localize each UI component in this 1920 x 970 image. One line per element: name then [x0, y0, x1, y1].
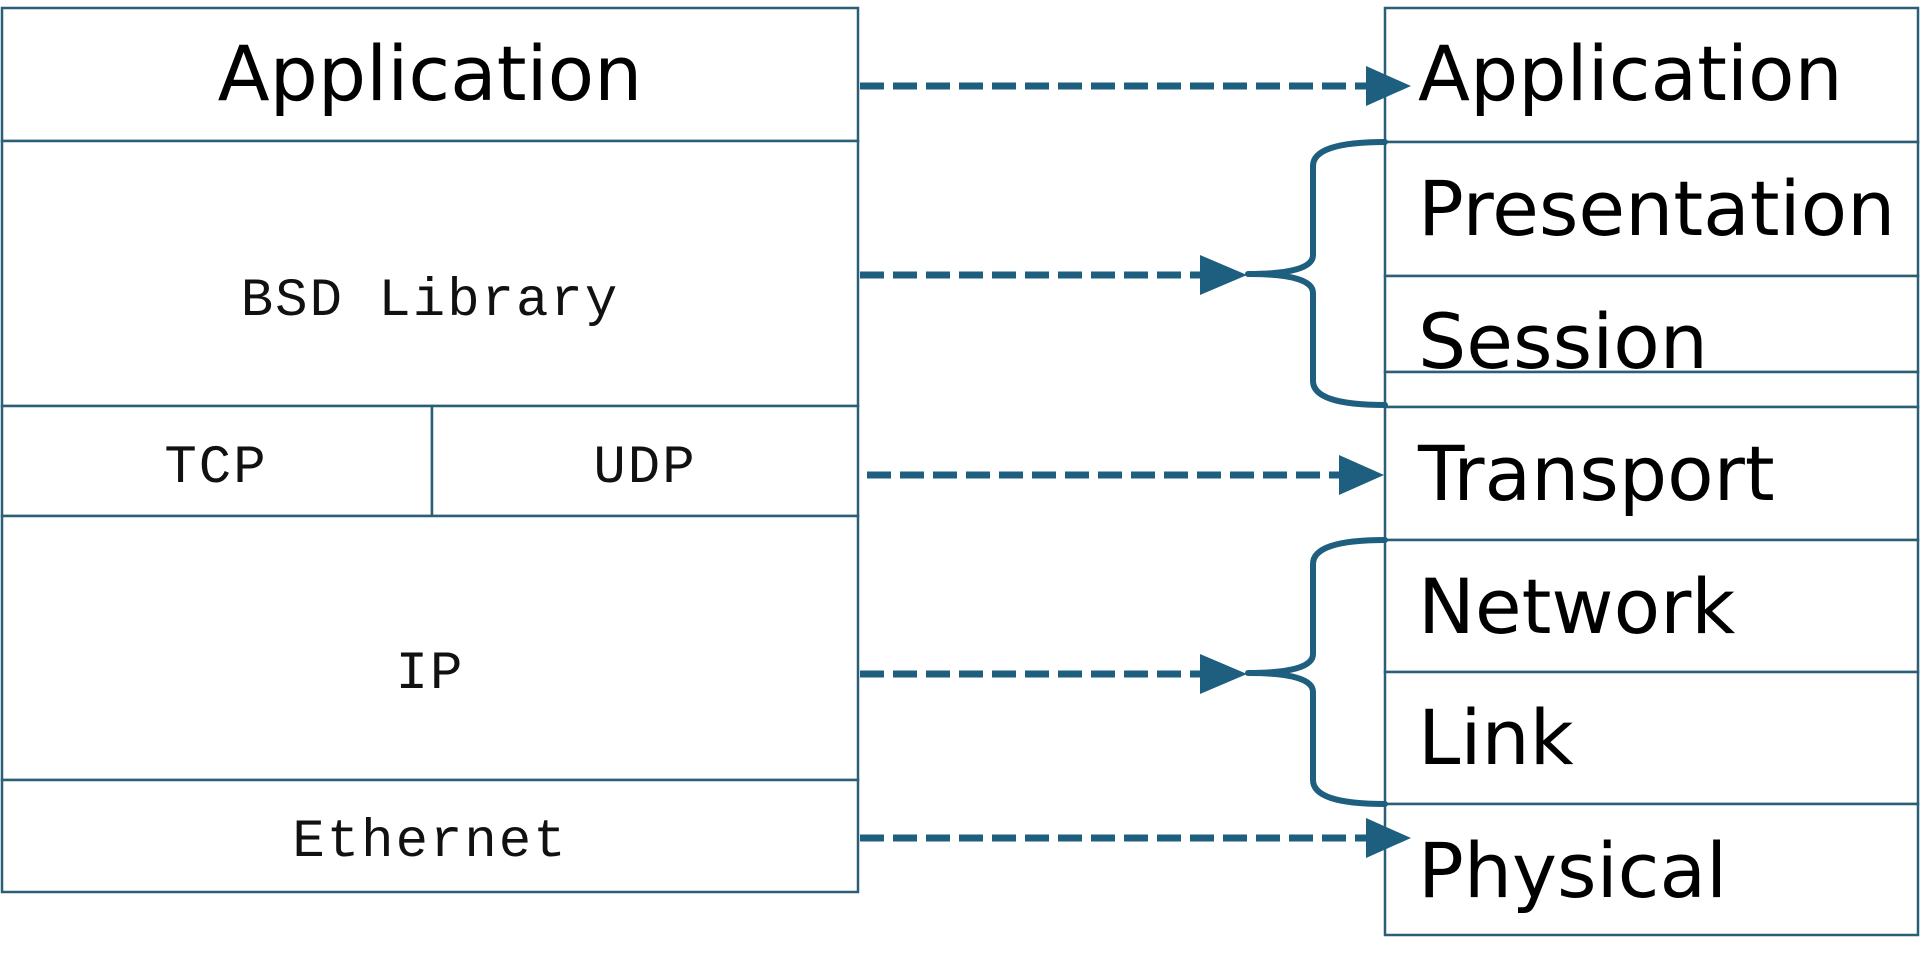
right-layer-spacer — [1383, 370, 1920, 409]
right-layer-link: Link — [1383, 670, 1920, 806]
left-layer-udp: UDP — [430, 404, 860, 518]
left-layer-bsd-library: BSD Library — [0, 139, 860, 408]
right-layer-application-label: Application — [1418, 29, 1843, 118]
right-layer-session: Session — [1383, 274, 1920, 386]
left-layer-udp-label: UDP — [593, 438, 696, 499]
ip-mapping-arrow — [860, 654, 1247, 694]
right-layer-transport-label: Transport — [1417, 429, 1775, 518]
right-layer-application: Application — [1383, 6, 1920, 144]
right-layer-physical: Physical — [1383, 802, 1920, 937]
left-layer-ethernet: Ethernet — [0, 778, 860, 894]
right-layer-network: Network — [1383, 538, 1920, 674]
right-stack: Application Presentation Session Transpo… — [1383, 6, 1920, 937]
left-stack: Application BSD Library TCP UDP IP Ether… — [0, 6, 860, 894]
right-layer-physical-label: Physical — [1418, 826, 1727, 915]
left-layer-ip: IP — [0, 514, 860, 782]
bsd-library-mapping-arrow — [860, 255, 1247, 295]
lower-group-brace — [1245, 537, 1388, 807]
application-mapping-arrow — [860, 66, 1411, 106]
left-layer-application: Application — [0, 6, 860, 143]
left-layer-ethernet-label: Ethernet — [292, 812, 567, 873]
right-layer-link-label: Link — [1418, 693, 1574, 782]
right-layer-presentation: Presentation — [1383, 140, 1920, 278]
upper-group-brace — [1245, 139, 1388, 408]
transport-mapping-arrow — [867, 455, 1384, 495]
right-layer-presentation-label: Presentation — [1418, 164, 1895, 253]
left-layer-application-label: Application — [218, 29, 643, 118]
right-layer-transport: Transport — [1383, 405, 1920, 542]
right-layer-network-label: Network — [1418, 562, 1735, 651]
ethernet-mapping-arrow — [860, 818, 1411, 858]
left-layer-tcp: TCP — [0, 404, 434, 518]
left-layer-bsd-library-label: BSD Library — [241, 271, 619, 332]
left-layer-ip-label: IP — [396, 644, 465, 705]
left-layer-tcp-label: TCP — [164, 438, 267, 499]
